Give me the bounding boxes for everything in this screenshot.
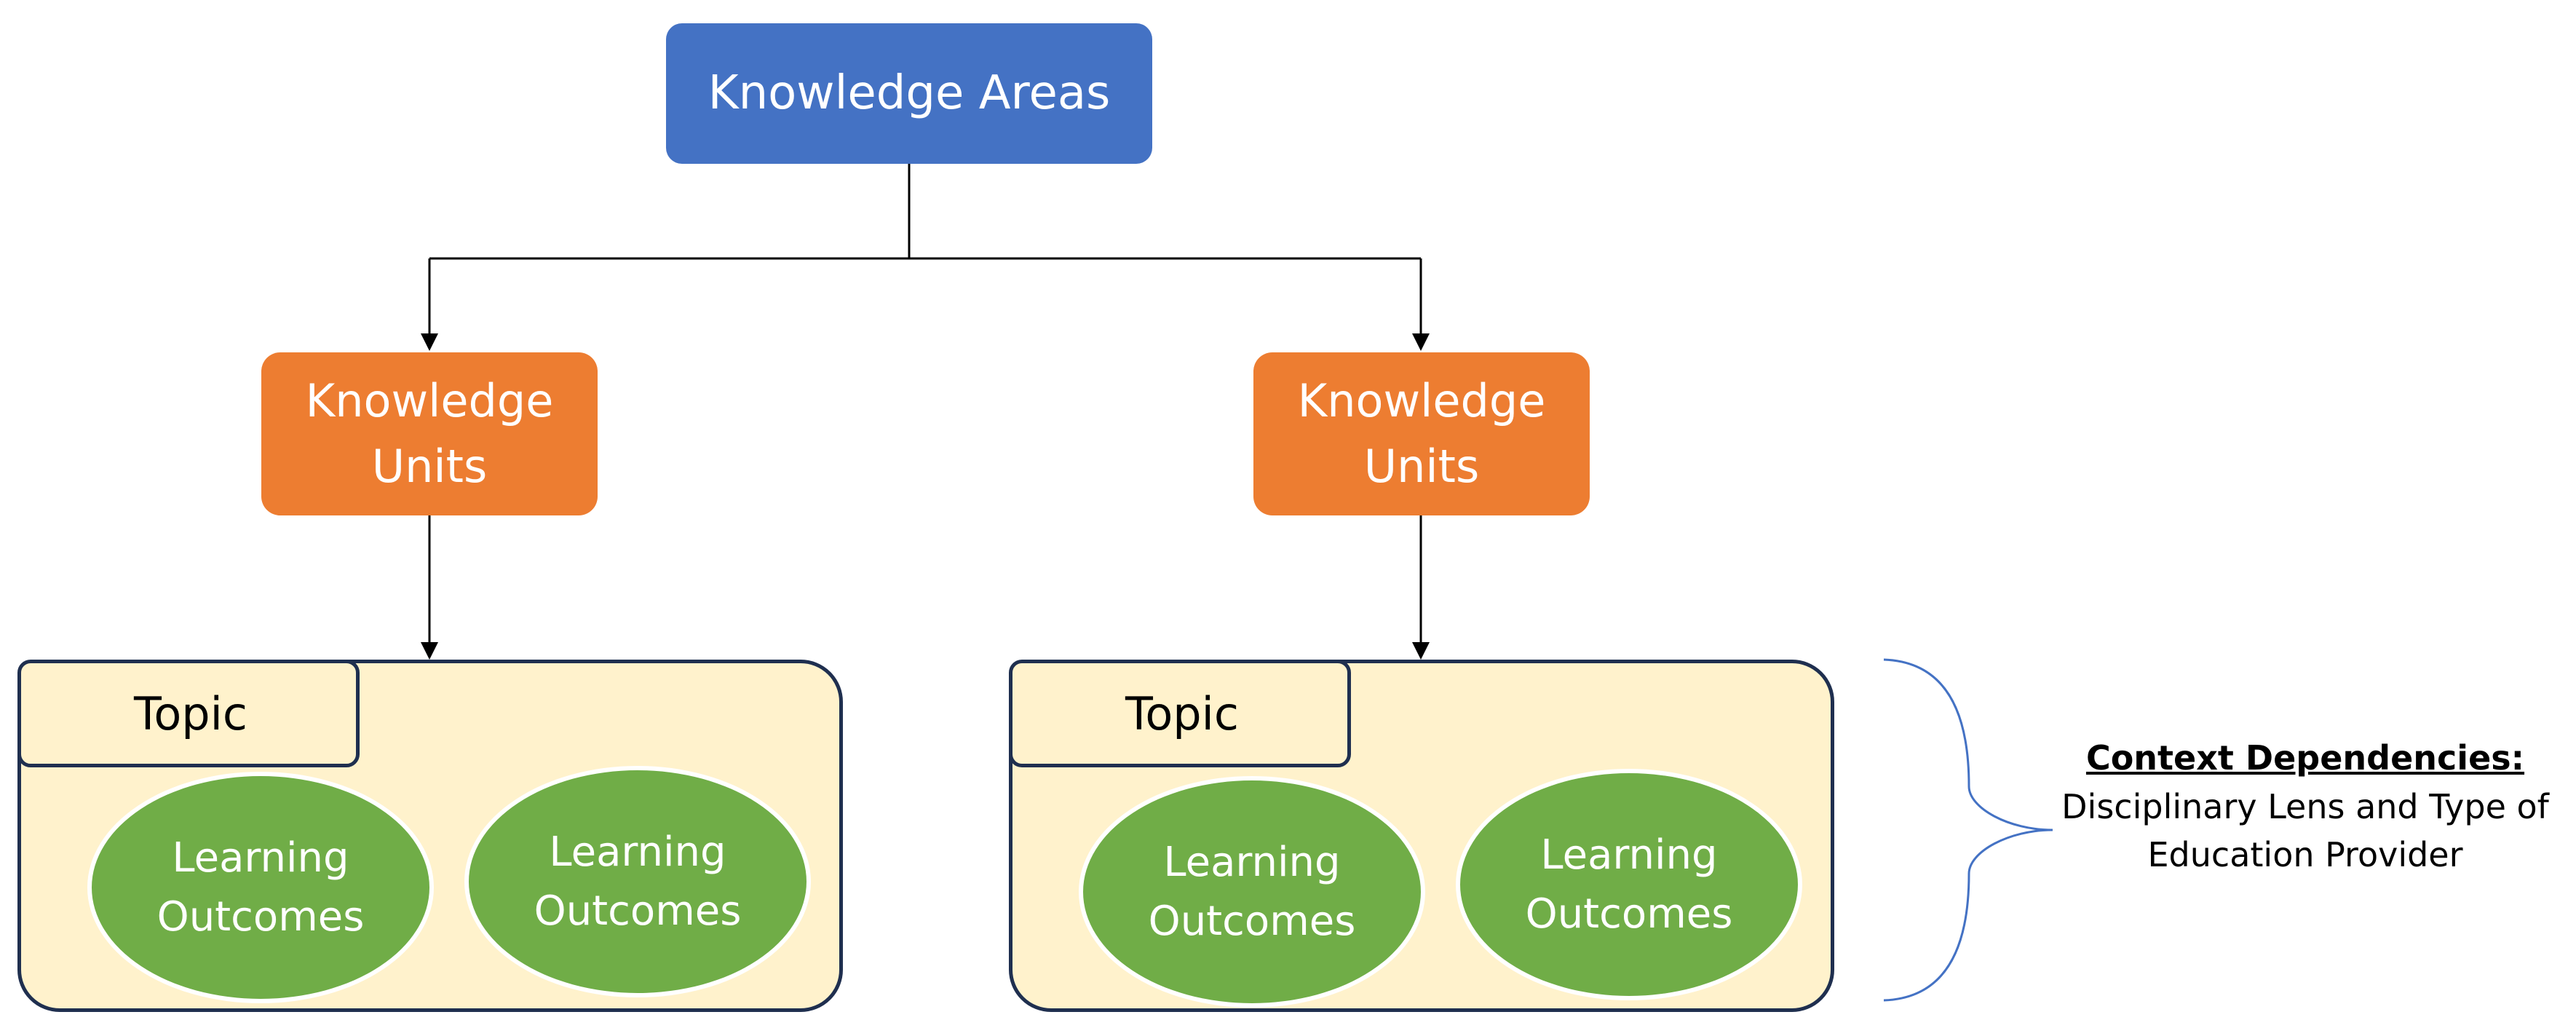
- arrowhead-right-topic: [1412, 642, 1430, 660]
- context-body: Disciplinary Lens and Type of Education …: [2061, 786, 2549, 875]
- learning-outcome-label: Learning Outcomes: [1148, 838, 1356, 945]
- learning-outcome-label: Learning Outcomes: [534, 828, 742, 935]
- topic-label-left: Topic: [134, 687, 247, 740]
- context-dependencies-note: Context Dependencies: Disciplinary Lens …: [2054, 734, 2556, 879]
- topic-tab-right: Topic: [1009, 660, 1351, 767]
- arrowhead-right-unit: [1412, 333, 1430, 351]
- knowledge-units-box-right: Knowledge Units: [1253, 352, 1590, 515]
- knowledge-units-label-left: Knowledge Units: [305, 374, 554, 493]
- knowledge-units-label-right: Knowledge Units: [1297, 374, 1546, 493]
- learning-outcome-ellipse: Learning Outcomes: [87, 772, 434, 1003]
- learning-outcome-ellipse: Learning Outcomes: [1079, 776, 1425, 1008]
- topic-label-right: Topic: [1125, 687, 1239, 740]
- arrowhead-left-topic: [421, 642, 438, 660]
- knowledge-units-box-left: Knowledge Units: [261, 352, 598, 515]
- learning-outcome-ellipse: Learning Outcomes: [464, 766, 811, 997]
- knowledge-areas-box: Knowledge Areas: [666, 23, 1152, 164]
- context-brace: [1883, 658, 2053, 1002]
- learning-outcome-label: Learning Outcomes: [156, 834, 365, 941]
- learning-outcome-label: Learning Outcomes: [1525, 831, 1733, 938]
- knowledge-areas-label: Knowledge Areas: [708, 66, 1111, 121]
- topic-tab-left: Topic: [17, 660, 360, 767]
- learning-outcome-ellipse: Learning Outcomes: [1456, 769, 1802, 1000]
- context-heading: Context Dependencies:: [2085, 738, 2525, 778]
- arrowhead-left-unit: [421, 333, 438, 351]
